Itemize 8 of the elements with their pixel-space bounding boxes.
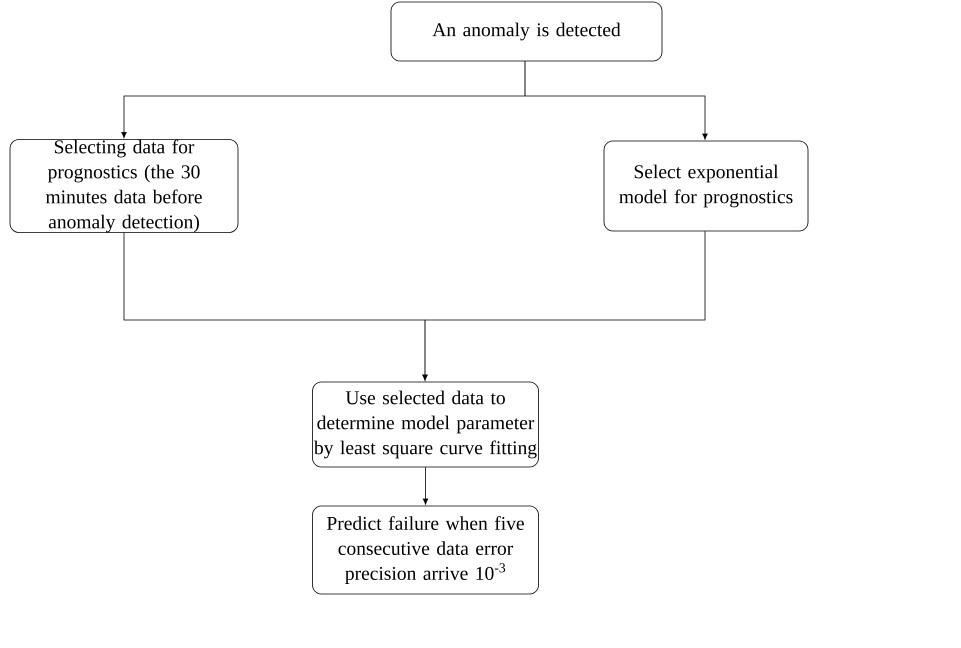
process-box: Predict failure when five consecutive data error precision arrive 10$^{-3}$ <box>312 506 539 594</box>
process-box: An anomaly is detected <box>390 2 662 62</box>
arrow <box>422 231 706 381</box>
process-box: Select exponential model for prognostics <box>604 140 808 232</box>
arrow <box>422 467 428 505</box>
process-box: Selecting data for prognostics (the 30 minutes data before anomaly detection) <box>10 139 238 233</box>
process-box: Use selected data to determine model parameter by least square curve fitting <box>312 382 539 468</box>
arrow <box>524 61 708 140</box>
